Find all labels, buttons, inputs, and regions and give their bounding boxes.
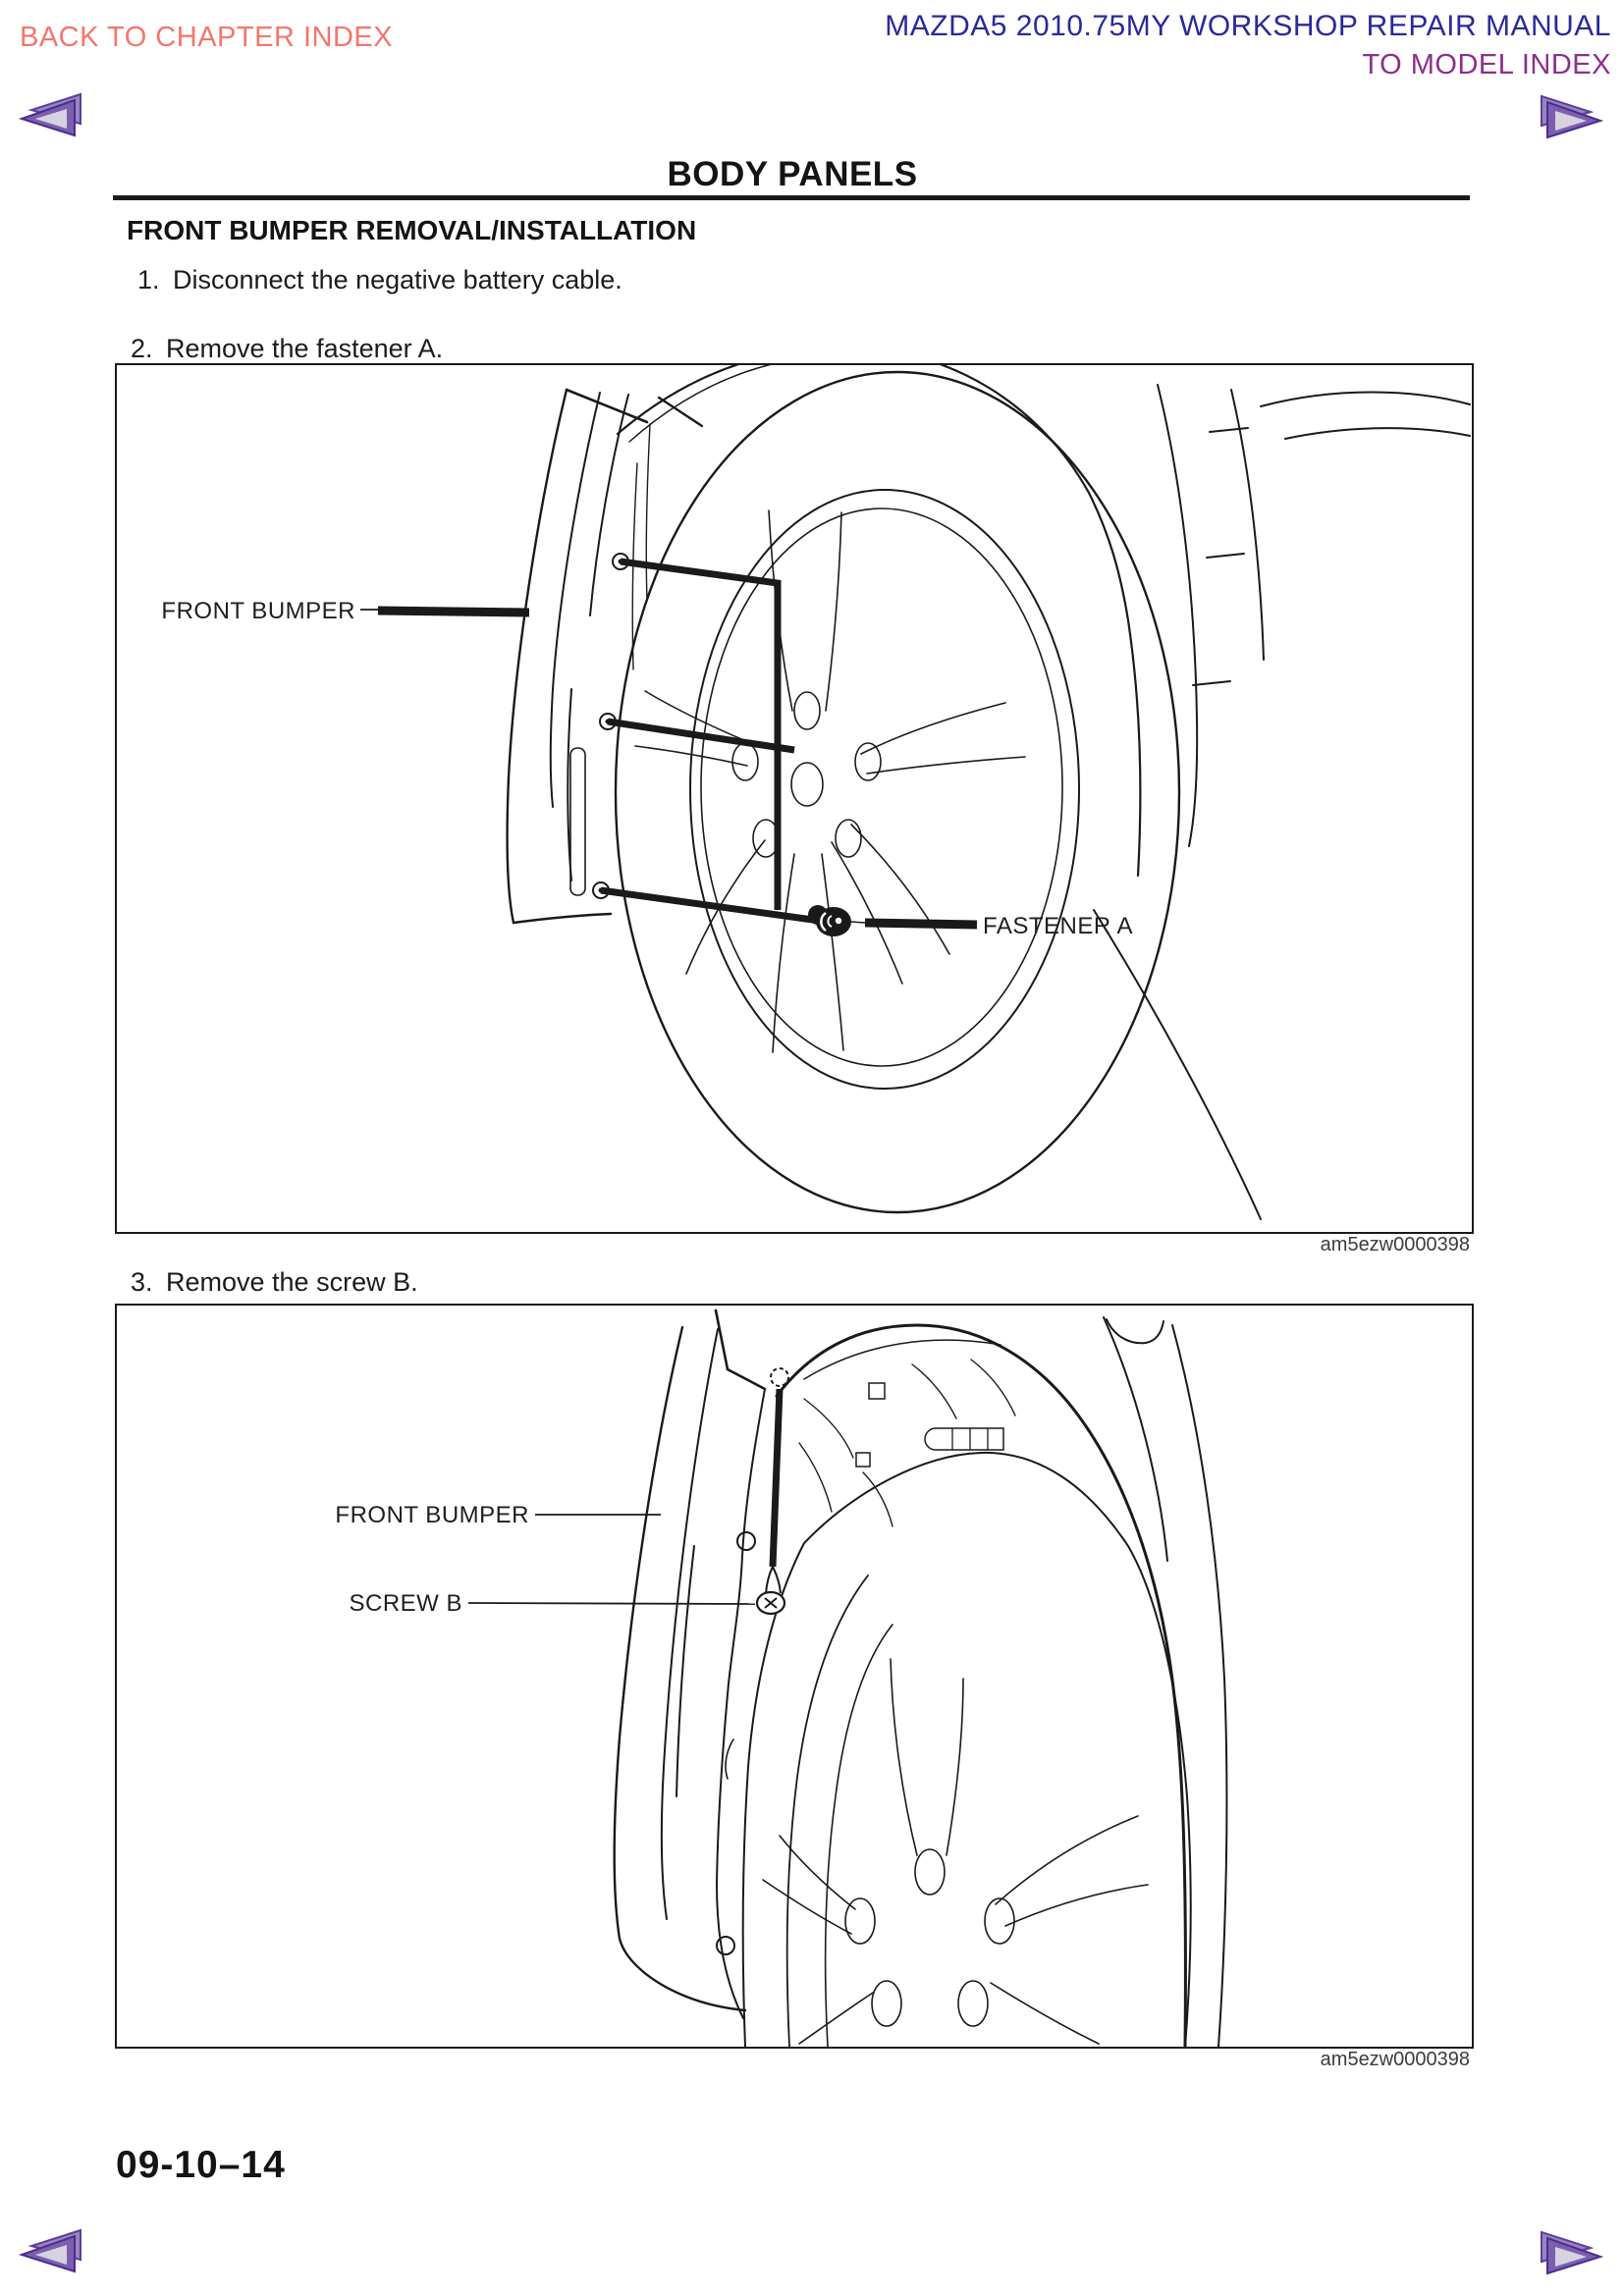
figure1-callouts	[360, 558, 978, 936]
figure1-front-bumper-label: FRONT BUMPER	[161, 598, 355, 624]
wheel-drawing	[614, 370, 1181, 1214]
figure2-front-bumper-label: FRONT BUMPER	[335, 1502, 529, 1528]
figure-screw-b-diagram: FRONT BUMPER SCREW B	[115, 1304, 1474, 2049]
to-model-index-link[interactable]: TO MODEL INDEX	[1362, 49, 1611, 80]
step-3-number: 3.	[131, 1267, 153, 1297]
next-page-arrow-icon-bottom[interactable]	[1538, 2230, 1606, 2275]
bumper-drawing	[506, 388, 704, 925]
back-to-chapter-index-link[interactable]: BACK TO CHAPTER INDEX	[20, 22, 394, 53]
step-1-number: 1.	[137, 265, 160, 294]
fastener-icon	[808, 905, 851, 936]
bumper-drawing	[613, 1308, 767, 2019]
step-2: 2. Remove the fastener A.	[131, 334, 443, 364]
figure2-caption: am5ezw0000398	[1320, 2049, 1470, 2070]
body-drawing	[775, 1316, 1228, 2047]
procedure-heading: FRONT BUMPER REMOVAL/INSTALLATION	[127, 215, 697, 245]
page-number: 09-10–14	[116, 2144, 286, 2186]
step-3-text: Remove the screw B.	[166, 1267, 418, 1297]
prev-page-arrow-icon-bottom[interactable]	[16, 2228, 84, 2273]
step-3: 3. Remove the screw B.	[131, 1267, 418, 1298]
wheel-spokes	[634, 509, 1026, 1053]
manual-title: MAZDA5 2010.75MY WORKSHOP REPAIR MANUAL	[885, 10, 1611, 42]
wheel-spokes	[762, 1658, 1149, 2045]
step-1: 1. Disconnect the negative battery cable.	[137, 265, 622, 295]
screw-icon	[755, 1564, 786, 1616]
figure-fastener-a-diagram: FRONT BUMPER FASTENER A	[115, 363, 1474, 1234]
figure2-screw-b-label: SCREW B	[349, 1590, 462, 1617]
wheel-drawing	[741, 1451, 1192, 2047]
figure2-callouts	[467, 1367, 789, 1616]
figure1-caption: am5ezw0000398	[1320, 1234, 1470, 1255]
prev-page-arrow-icon[interactable]	[16, 92, 84, 137]
step-1-text: Disconnect the negative battery cable.	[173, 265, 622, 294]
body-drawing	[616, 365, 1471, 1220]
figure1-fastener-a-label: FASTENER A	[983, 913, 1133, 939]
step-2-number: 2.	[131, 334, 153, 363]
next-page-arrow-icon[interactable]	[1538, 94, 1606, 139]
step-2-text: Remove the fastener A.	[166, 334, 444, 363]
page-title: BODY PANELS	[667, 155, 918, 193]
title-divider	[113, 195, 1470, 200]
